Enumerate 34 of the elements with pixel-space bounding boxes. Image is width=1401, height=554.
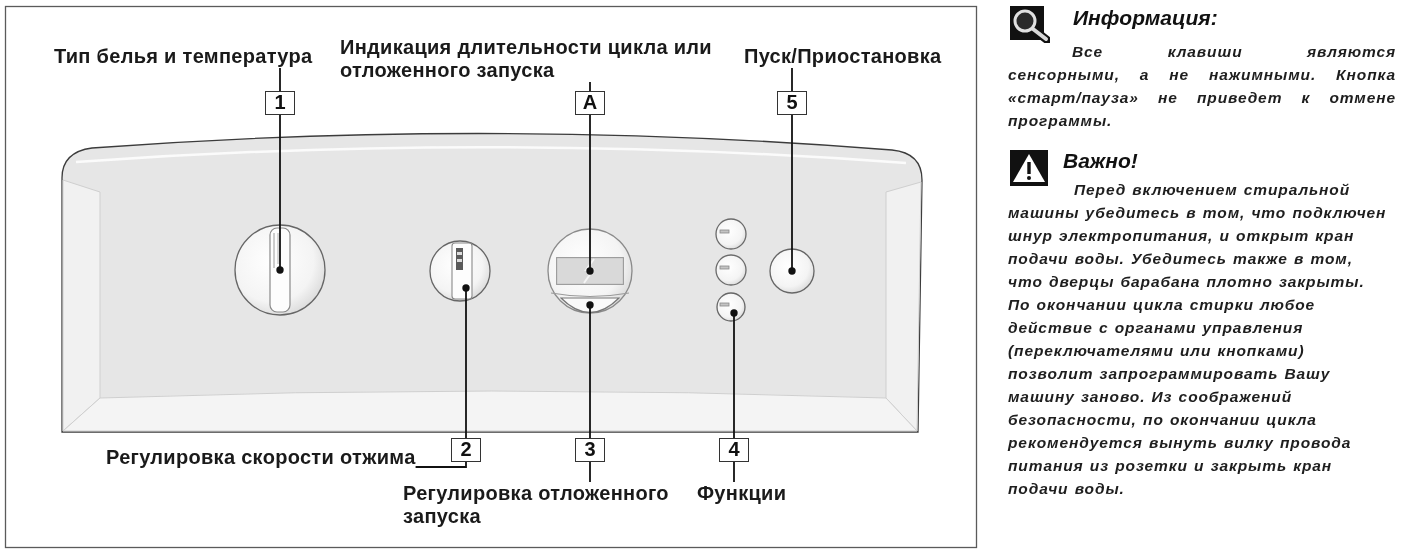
leader-line bbox=[589, 461, 591, 483]
part-label: Индикация длительности цикла или отложенного запуска bbox=[340, 36, 720, 82]
note-heading: Информация: bbox=[1073, 5, 1218, 31]
leader-line bbox=[733, 461, 735, 483]
callout-number: 4 bbox=[719, 438, 749, 462]
leader-line bbox=[791, 67, 793, 92]
rotary-knob bbox=[234, 224, 326, 316]
leader-line bbox=[730, 309, 738, 439]
callout-number: 1 bbox=[265, 91, 295, 115]
leader-line bbox=[586, 114, 594, 275]
note-text: Перед включением стиральной машины убедитесь в том, что подключен шнур электропитания, и открыт кран подачи воды. Убедитесь также в том, что дверцы барабана плотно закрыты. По окончании цикла стирки любое действие с органами управления (переключателями или кнопками) позволит запрограммировать Вашу машину заново. Из соображений безопасности, по окончании цикла рекомендуется вынуть вилку провода питания из розетки и закрыть кран подачи воды. bbox=[1008, 180, 1388, 499]
leader-line bbox=[462, 284, 470, 439]
leader-line bbox=[589, 81, 591, 92]
push-button bbox=[769, 248, 815, 294]
part-label: Функции bbox=[697, 482, 787, 505]
leader-line bbox=[414, 461, 467, 468]
part-label: Пуск/Приостановка bbox=[744, 45, 942, 68]
leader-line bbox=[279, 67, 281, 92]
part-label: Тип белья и температура bbox=[54, 45, 313, 68]
callout-number: 5 bbox=[777, 91, 807, 115]
display-button bbox=[560, 297, 620, 313]
leader-line bbox=[276, 114, 284, 274]
callout-number: A bbox=[575, 91, 605, 115]
display-screen bbox=[556, 257, 624, 285]
callout-number: 2 bbox=[451, 438, 481, 462]
leader-line bbox=[586, 301, 594, 439]
push-button bbox=[716, 292, 746, 322]
part-label: Регулировка отложенного запуска bbox=[403, 482, 691, 528]
leader-line bbox=[788, 114, 796, 275]
part-label: Регулировка скорости отжима bbox=[106, 446, 416, 469]
selector-dial bbox=[429, 240, 491, 302]
note-text: Все клавиши являются сенсорными, а не нажимными. Кнопка «старт/пауза» не приведет к отмене программы. bbox=[1008, 42, 1396, 131]
callout-number: 3 bbox=[575, 438, 605, 462]
note-heading: Важно! bbox=[1063, 148, 1138, 174]
